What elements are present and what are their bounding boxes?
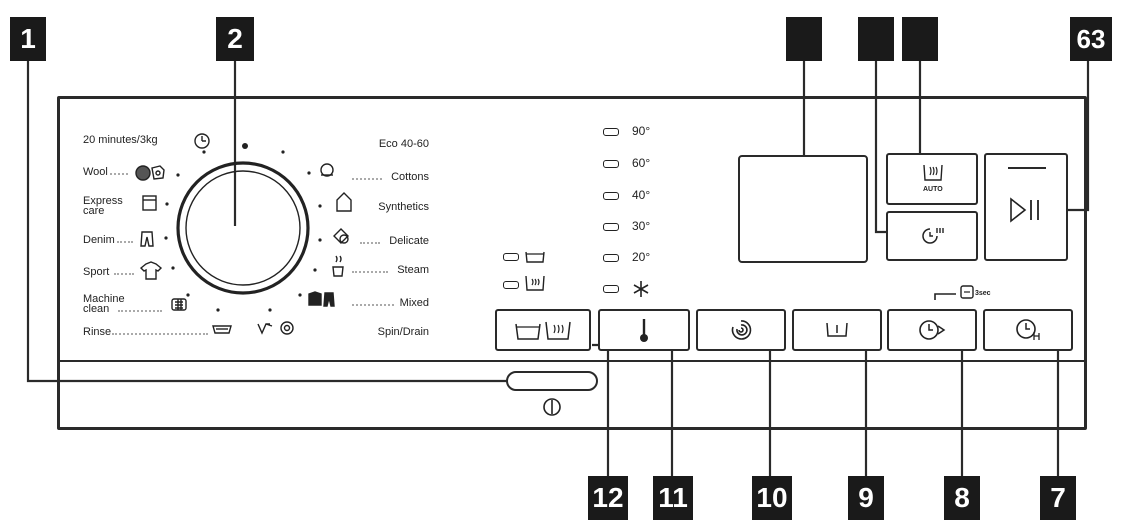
temp-label-20: 20°	[632, 250, 651, 264]
auto-label: AUTO	[923, 186, 943, 193]
dotted-leader	[117, 241, 133, 243]
spin-icon	[731, 320, 752, 340]
prewash-steam-icon	[515, 321, 571, 340]
callout-2: 2	[216, 17, 254, 61]
callout-5	[902, 17, 938, 61]
programme-label-steam: Steam	[397, 264, 429, 276]
sport-icon	[139, 261, 163, 280]
dotted-leader	[352, 304, 394, 306]
temperature-button[interactable]	[598, 309, 690, 351]
machine-clean-icon	[171, 298, 187, 311]
timer-icon	[194, 133, 210, 149]
programme-label-eco: Eco 40-60	[378, 138, 429, 150]
programme-label-20min: 20 minutes/3kg	[83, 134, 158, 146]
callout-9: 9	[848, 476, 884, 520]
callout-4	[858, 17, 894, 61]
panel-lower-strip	[57, 360, 1087, 362]
prewash-led	[503, 253, 519, 261]
time-saver-icon	[922, 228, 944, 244]
time-manager-icon	[1016, 319, 1040, 340]
temp-label-30: 30°	[632, 219, 651, 233]
temp-led-30	[603, 223, 619, 231]
dotted-leader	[110, 173, 128, 175]
programme-label-machine-clean: Machine clean	[83, 293, 125, 315]
callout-12: 12	[588, 476, 628, 520]
delay-start-icon	[919, 320, 946, 340]
callout-7: 7	[1040, 476, 1076, 520]
programme-label-cottons: Cottons	[391, 171, 429, 183]
wool-icon	[135, 165, 165, 181]
synthetics-icon	[336, 192, 352, 212]
dotted-leader	[352, 178, 382, 180]
start-pause-button[interactable]	[984, 153, 1068, 261]
dotted-leader	[352, 271, 388, 273]
steam-indicator-icon	[525, 275, 545, 291]
cold-snowflake-icon	[633, 281, 649, 297]
prewash-indicator-icon	[525, 251, 545, 263]
thermometer-icon	[640, 319, 648, 342]
express-care-icon	[142, 195, 157, 211]
temp-label-40: 40°	[632, 188, 651, 202]
dotted-leader	[118, 310, 162, 312]
programme-label-spin-drain: Spin/Drain	[377, 326, 429, 338]
steam-auto-button[interactable]: AUTO	[886, 153, 978, 205]
leader-6	[1064, 61, 1090, 212]
mixed-icon	[308, 291, 335, 307]
temp-led-60	[603, 160, 619, 168]
spin-button[interactable]	[696, 309, 786, 351]
cottons-icon	[320, 163, 334, 177]
callout-3	[786, 17, 822, 61]
steam-icon	[923, 164, 943, 181]
callout-8: 8	[944, 476, 980, 520]
temp-label-90: 90°	[632, 124, 651, 138]
start-pause-icon	[1010, 197, 1039, 223]
programme-label-mixed: Mixed	[399, 297, 429, 309]
programme-label-synthetics: Synthetics	[378, 201, 429, 213]
start-pause-indicator	[1008, 167, 1046, 169]
steam-led	[503, 281, 519, 289]
dotted-leader	[112, 333, 208, 335]
leader-1	[26, 61, 520, 383]
options-button[interactable]	[495, 309, 591, 351]
temp-led-40	[603, 192, 619, 200]
time-manager-button[interactable]	[983, 309, 1073, 351]
programme-label-express-care: Express care	[83, 195, 123, 217]
temp-label-60: 60°	[632, 156, 651, 170]
rinse-icon	[212, 325, 232, 334]
steam-icon	[332, 255, 344, 277]
callout-6: 63	[1070, 17, 1112, 61]
delay-start-button[interactable]	[887, 309, 977, 351]
dotted-leader	[114, 273, 134, 275]
callout-11: 11	[653, 476, 693, 520]
rinse-plus-button[interactable]	[792, 309, 882, 351]
denim-icon	[140, 231, 154, 247]
display-screen	[738, 155, 868, 263]
temp-led-20	[603, 254, 619, 262]
power-icon	[543, 398, 561, 416]
programme-label-rinse: Rinse	[83, 326, 112, 338]
temp-led-cold	[603, 285, 619, 293]
dotted-leader	[360, 242, 380, 244]
callout-1: 1	[10, 17, 46, 61]
time-saver-button[interactable]	[886, 211, 978, 261]
spin-drain-icon	[257, 321, 294, 335]
programme-label-delicate: Delicate	[389, 235, 429, 247]
programme-label-denim: Denim	[83, 234, 115, 246]
hold-3sec-label: 3sec	[975, 290, 991, 297]
temp-led-90	[603, 128, 619, 136]
control-panel-frame	[57, 96, 1087, 430]
callout-10: 10	[752, 476, 792, 520]
hold-3sec-marker	[934, 285, 974, 300]
delicate-icon	[333, 228, 349, 244]
programme-label-sport: Sport	[83, 266, 110, 278]
programme-label-wool: Wool	[83, 166, 108, 178]
on-off-button[interactable]	[506, 371, 598, 391]
basin-icon	[826, 322, 848, 337]
